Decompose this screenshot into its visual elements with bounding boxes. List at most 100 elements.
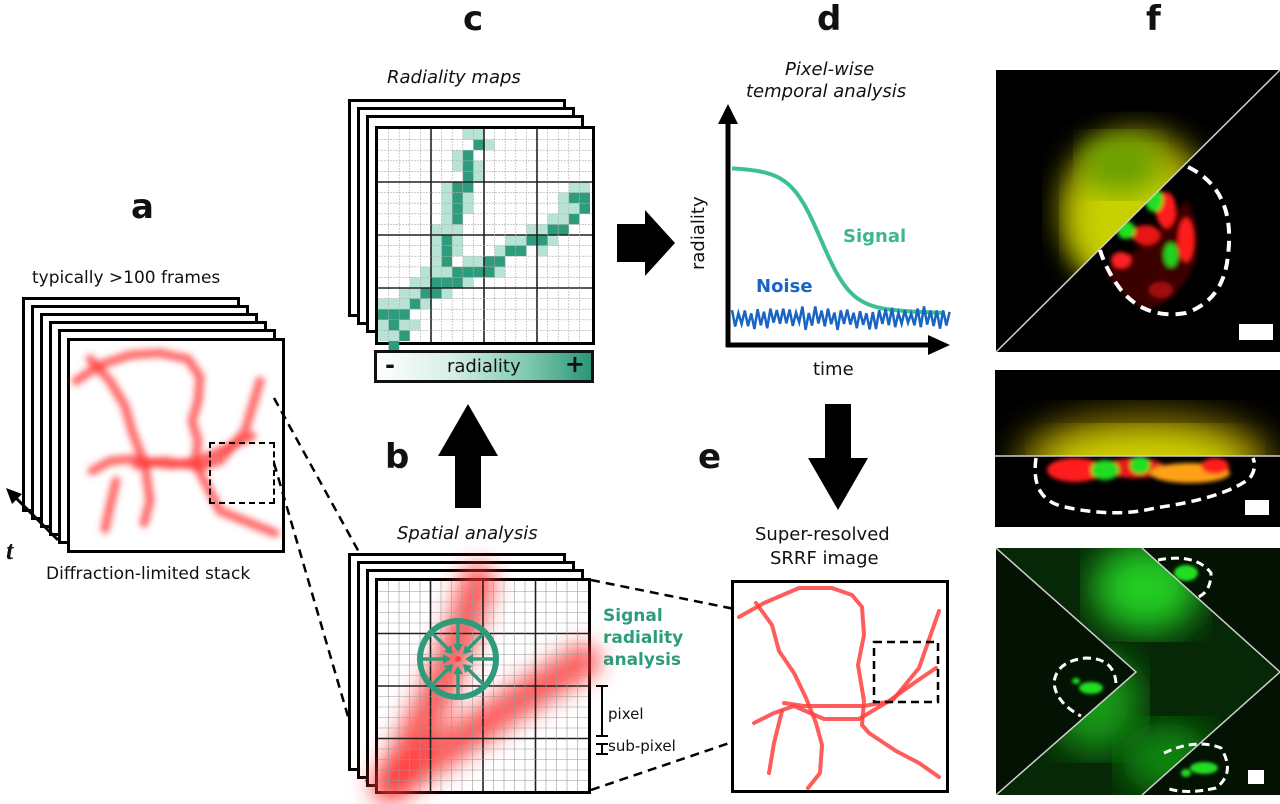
radiality-cell [431,277,442,288]
radiality-cell [494,266,506,278]
annotation-line: radiality [603,628,684,648]
radiality-cell [462,192,474,204]
radiality-cell [494,245,506,257]
radiality-cell [431,235,442,246]
radiality-cell [441,182,453,193]
y-axis-arrowhead [718,104,738,124]
radiality-cell [473,139,484,151]
radiality-cell [462,150,474,161]
radiality-cell [431,245,442,257]
radiality-cell [378,319,389,331]
radiality-cell [462,203,474,214]
panel-letter-b: b [385,437,410,477]
radiality-cell [441,277,453,288]
radiality-cell [431,288,442,299]
radiality-cell [484,266,495,278]
cell-outline [1052,656,1118,718]
annotation-line: Signal [603,606,663,626]
pixel-scale-label: pixel [608,705,644,723]
scale-bar [1248,770,1264,784]
radiality-cell [484,256,495,267]
radiality-cell [537,224,548,235]
radiality-cell [399,309,410,320]
panel-letter-d: d [817,0,842,39]
frames-caption: typically >100 frames [32,268,221,288]
radiality-cell [441,213,453,225]
arrow-up-icon [438,404,498,508]
radiality-cell [473,160,484,172]
radiality-cell [409,319,421,331]
noise-label: Noise [756,276,813,297]
radiality-cell [568,213,580,225]
radiality-cell [388,341,400,352]
radiality-cell [515,235,527,246]
diffraction-vs-srrf-1 [996,70,1280,352]
sharp-filaments [737,586,941,790]
stack-frame-front [67,338,285,553]
radiality-cell [431,266,442,278]
radiality-cell [452,245,463,257]
radiality-cell [378,330,389,341]
radiality-cell [388,309,400,320]
radiality-cell [399,298,410,310]
scale-bar [1245,500,1269,515]
radiality-cell [462,266,474,278]
signal-label: Signal [843,226,907,247]
radiality-cell [441,256,453,267]
radiality-cell [441,192,453,204]
radiality-cell [568,182,580,193]
radiality-cell [420,277,431,288]
radiality-cell [547,213,559,225]
radiality-colorbar: - radiality + [374,350,594,383]
radiality-cell [494,256,506,267]
srrf-title-line1: Super-resolved [755,524,890,545]
spatial-grid [371,564,600,803]
radiality-cell [558,192,569,204]
radiality-cell [484,139,495,151]
radiality-cell [537,235,548,246]
radiality-cell [441,288,453,299]
panel-letter-e: e [698,437,722,477]
radiality-cell [452,150,463,161]
radiality-cell [399,319,410,331]
radiality-cell [547,224,559,235]
radiality-cell [558,213,569,225]
cell-outline [1098,165,1232,317]
radiality-cell [441,245,453,257]
time-axis-arrow [6,488,60,542]
colorbar-max-label: + [564,350,585,378]
radiality-cell [441,235,453,246]
radiality-cell [462,160,474,172]
radiality-cell [431,224,442,235]
arrow-down-icon [808,404,868,510]
radiality-cell [579,203,590,214]
radiality-cell [473,266,484,278]
radiality-cell [399,288,410,299]
radiality-cell [399,330,410,341]
radiality-cell [515,245,527,257]
temporal-title-line1: Pixel-wise [785,59,875,80]
radiality-cell [388,319,400,331]
radiality-cell [579,192,590,204]
radiality-cell [409,288,421,299]
radiality-cell [505,235,516,246]
spatial-frame-front [371,564,600,803]
radiality-cell [558,224,569,235]
radiality-cell [388,330,400,341]
radiality-cell [420,288,431,299]
radiality-cell [452,213,463,225]
radiality-cell [452,235,463,246]
cell-outline [1157,556,1213,600]
colorbar-min-label: - [385,351,395,379]
radiality-cell [441,203,453,214]
radiality-cell [526,235,537,246]
radiality-cell [526,224,537,235]
srrf-title-line2: SRRF image [770,548,879,569]
time-axis-label: t [6,536,14,565]
radiality-wheel-icon [417,618,499,700]
cell-outline [1163,742,1229,793]
panel-letter-f: f [1146,0,1161,39]
srrf-zoom-box [872,640,940,704]
radiality-cell [473,256,484,267]
stack-caption: Diffraction-limited stack [46,564,251,584]
